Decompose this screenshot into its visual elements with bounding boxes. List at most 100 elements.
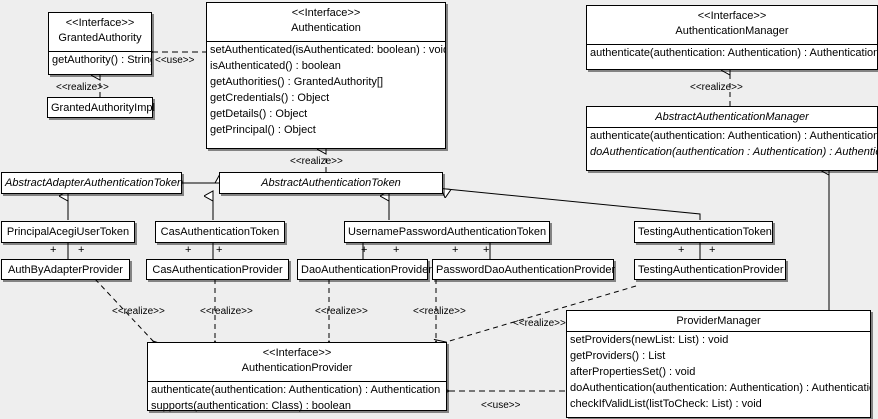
class-name: PrincipalAcegiUserToken (6, 226, 130, 238)
assoc-plus-userpass-token-1: + (361, 244, 368, 256)
class-operations: setProviders(newList: List) : void getPr… (567, 331, 870, 412)
class-operations: setAuthenticated(isAuthenticated: boolea… (207, 41, 445, 138)
class-granted-authority[interactable]: <<Interface>> GrantedAuthority getAuthor… (48, 12, 152, 75)
edge-testingauthenticationtoken-extends-abstractauthenticationtoken (446, 189, 701, 220)
class-operation: getPrincipal() : Object (210, 124, 316, 136)
class-header: GrantedAuthorityImpl (48, 98, 155, 118)
class-abstract-adapter-authentication-token[interactable]: AbstractAdapterAuthenticationToken (1, 172, 184, 194)
class-dao-authentication-provider[interactable]: DaoAuthenticationProvider (297, 259, 432, 280)
class-authentication-manager[interactable]: <<Interface>> AuthenticationManager auth… (586, 5, 878, 70)
class-operation: setAuthenticated(isAuthenticated: boolea… (210, 44, 445, 56)
class-operation-abstract: doAuthentication(authentication : Authen… (590, 146, 877, 158)
class-header: AbstractAdapterAuthenticationToken (2, 173, 184, 193)
assoc-plus-testing-token-right: + (709, 244, 716, 256)
class-name: PasswordDaoAuthenticationProvider (436, 264, 616, 276)
class-name: AuthenticationManager (675, 25, 789, 37)
class-granted-authority-impl[interactable]: GrantedAuthorityImpl (47, 97, 155, 118)
edge-label-use-provider-manager: <<use>> (481, 400, 521, 411)
edge-label-use-granted-authority: <<use>> (155, 55, 195, 66)
class-name: TestingAuthenticationToken (638, 226, 772, 238)
assoc-plus-userpass-token-4: + (483, 244, 490, 256)
class-operation: afterPropertiesSet() : void (570, 366, 696, 378)
class-header: AuthByAdapterProvider (2, 260, 129, 280)
assoc-plus-principal-acegi-left: + (50, 244, 57, 256)
class-header: UsernamePasswordAuthenticationToken (345, 222, 549, 242)
assoc-plus-principal-acegi-right: + (78, 244, 85, 256)
edge-label-realize-cas-provider: <<realize>> (200, 306, 253, 317)
class-operation: getAuthority() : String (52, 54, 151, 66)
class-username-password-authentication-token[interactable]: UsernamePasswordAuthenticationToken (344, 221, 550, 243)
class-operations: authenticate(authentication: Authenticat… (148, 381, 446, 414)
class-authentication-provider[interactable]: <<Interface>> AuthenticationProvider aut… (147, 342, 447, 414)
class-name: AbstractAdapterAuthenticationToken (5, 177, 184, 189)
class-stereotype: <<Interface>> (262, 347, 332, 359)
class-name: AuthByAdapterProvider (8, 264, 123, 276)
class-provider-manager[interactable]: ProviderManager setProviders(newList: Li… (566, 310, 871, 418)
class-header: AbstractAuthenticationManager (587, 107, 877, 127)
class-name: CasAuthenticationProvider (152, 264, 283, 276)
class-header: TestingAuthenticationToken (635, 222, 772, 242)
class-header: DaoAuthenticationProvider (298, 260, 432, 280)
class-testing-authentication-token[interactable]: TestingAuthenticationToken (634, 221, 773, 243)
class-name: GrantedAuthorityImpl (51, 102, 155, 114)
class-name: DaoAuthenticationProvider (301, 264, 432, 276)
class-stereotype: <<Interface>> (291, 7, 361, 19)
class-header: ProviderManager (567, 311, 870, 331)
class-operations: getAuthority() : String (49, 51, 151, 68)
class-name: AbstractAuthenticationToken (261, 177, 401, 189)
class-authentication[interactable]: <<Interface>> Authentication setAuthenti… (206, 2, 446, 149)
class-operation: doAuthentication(authentication: Authent… (570, 382, 870, 394)
class-header: CasAuthenticationProvider (147, 260, 288, 280)
class-principal-acegi-user-token[interactable]: PrincipalAcegiUserToken (1, 221, 135, 243)
class-operation: getDetails() : Object (210, 108, 308, 120)
class-cas-authentication-provider[interactable]: CasAuthenticationProvider (146, 259, 289, 280)
edge-label-realize-abstract-authentication-token: <<realize>> (290, 156, 343, 167)
class-operation: getProviders() : List (570, 350, 666, 362)
edge-label-realize-dao-provider: <<realize>> (315, 306, 368, 317)
class-abstract-authentication-token[interactable]: AbstractAuthenticationToken (219, 172, 443, 194)
class-stereotype: <<Interface>> (65, 17, 135, 29)
class-operation: getCredentials() : Object (210, 92, 330, 104)
class-name: GrantedAuthority (58, 32, 142, 44)
class-testing-authentication-provider[interactable]: TestingAuthenticationProvider (634, 259, 786, 280)
class-stereotype: <<Interface>> (697, 10, 767, 22)
class-header: <<Interface>> AuthenticationManager (587, 6, 877, 44)
class-operation: authenticate(authentication: Authenticat… (590, 47, 877, 59)
class-name: Authentication (291, 22, 361, 34)
class-operation: setProviders(newList: List) : void (570, 334, 729, 346)
class-operations: authenticate(authentication: Authenticat… (587, 44, 877, 61)
class-name: AuthenticationProvider (241, 362, 353, 374)
edge-label-realize-granted-authority-impl: <<realize>> (56, 82, 109, 93)
class-operation: authenticate(authentication: Authenticat… (151, 384, 441, 396)
class-auth-by-adapter-provider[interactable]: AuthByAdapterProvider (1, 259, 130, 280)
class-operations: authenticate(authentication: Authenticat… (587, 127, 877, 160)
class-header: <<Interface>> AuthenticationProvider (148, 343, 446, 381)
edge-label-realize-abstract-authentication-manager: <<realize>> (690, 82, 743, 93)
class-operation: checkIfValidList(listToCheck: List) : vo… (570, 398, 762, 410)
edge-label-realize-password-dao-provider: <<realize>> (413, 306, 466, 317)
assoc-plus-cas-token-left: + (185, 244, 192, 256)
class-name: AbstractAuthenticationManager (655, 111, 809, 123)
assoc-plus-testing-token-left: + (678, 244, 685, 256)
class-operation: isAuthenticated() : boolean (210, 60, 341, 72)
class-header: PrincipalAcegiUserToken (2, 222, 134, 242)
class-operation: supports(authentication: Class) : boolea… (151, 400, 351, 412)
class-abstract-authentication-manager[interactable]: AbstractAuthenticationManager authentica… (586, 106, 878, 171)
class-header: <<Interface>> Authentication (207, 3, 445, 41)
class-password-dao-authentication-provider[interactable]: PasswordDaoAuthenticationProvider (432, 259, 616, 280)
class-header: PasswordDaoAuthenticationProvider (433, 260, 616, 280)
assoc-plus-cas-token-right: + (216, 244, 223, 256)
class-name: TestingAuthenticationProvider (638, 264, 784, 276)
class-name: UsernamePasswordAuthenticationToken (348, 226, 547, 238)
class-operation: getAuthorities() : GrantedAuthority[] (210, 76, 384, 88)
class-header: <<Interface>> GrantedAuthority (49, 13, 151, 51)
class-header: AbstractAuthenticationToken (220, 173, 442, 193)
class-cas-authentication-token[interactable]: CasAuthenticationToken (155, 221, 285, 243)
assoc-plus-userpass-token-3: + (452, 244, 459, 256)
class-operation: authenticate(authentication: Authenticat… (590, 130, 877, 142)
class-header: CasAuthenticationToken (156, 222, 284, 242)
assoc-plus-userpass-token-2: + (393, 244, 400, 256)
class-name: CasAuthenticationToken (160, 226, 280, 238)
class-name: ProviderManager (676, 315, 761, 327)
